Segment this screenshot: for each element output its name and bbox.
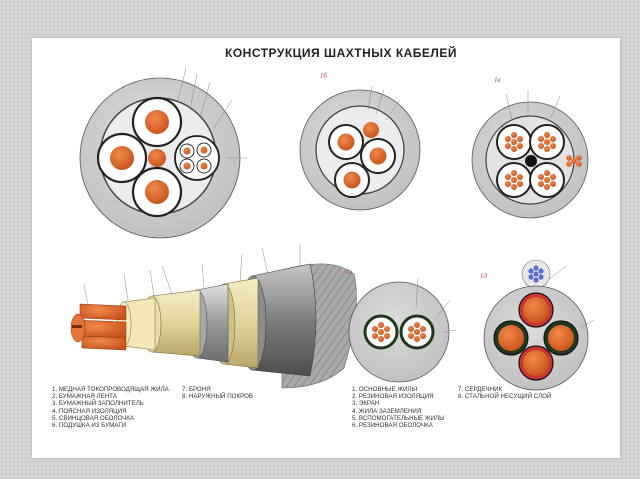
legend-item: 3. ЭКРАН bbox=[352, 400, 380, 408]
cable-section-1a bbox=[79, 67, 247, 239]
conductor-g2 bbox=[399, 314, 435, 350]
auxiliary-bundle bbox=[174, 135, 220, 181]
figure-number-1v: 1в bbox=[494, 76, 501, 84]
legend-item: 3. БУМАЖНЫЙ ЗАПОЛНИТЕЛЬ bbox=[52, 400, 144, 408]
conductor-d3 bbox=[543, 320, 579, 356]
conductor-d1 bbox=[518, 292, 554, 328]
conductor-left bbox=[96, 132, 148, 184]
stranded-conductor-4 bbox=[529, 162, 565, 198]
conductor-d4 bbox=[518, 345, 554, 381]
stranded-conductor-1 bbox=[496, 124, 532, 160]
cable-section-1v bbox=[471, 90, 589, 219]
legend-item: 6. ПОДУШКА ИЗ БУМАГИ bbox=[52, 422, 127, 430]
ground-conductor-strands bbox=[566, 155, 582, 167]
legend-item: 1. ОСНОВНЫЕ ЖИЛЫ bbox=[352, 386, 418, 393]
legend-item: 5. ВСПОМОГАТЕЛЬНЫЕ ЖИЛЫ bbox=[352, 414, 445, 422]
steel-carrier-strands bbox=[528, 265, 544, 283]
legend-item: 2. РЕЗИНОВАЯ ИЗОЛЯЦИЯ bbox=[352, 393, 434, 401]
center-conductor bbox=[148, 149, 166, 167]
conductor-b1 bbox=[328, 124, 364, 160]
conductor-d2 bbox=[493, 320, 529, 356]
legend-item: 7. БРОНЯ bbox=[182, 386, 211, 393]
stranded-conductor-3 bbox=[496, 162, 532, 198]
figure-number-1b: 1б bbox=[320, 72, 328, 80]
stranded-conductor-2 bbox=[529, 124, 565, 160]
cable-section-1d bbox=[483, 259, 595, 391]
cable-diagrams: 1б 1в bbox=[70, 67, 595, 391]
copper-conductors bbox=[70, 303, 127, 351]
legend-item: 8. СТАЛЬНОЙ НЕСУЩИЙ СЛОЙ bbox=[458, 393, 552, 401]
conductor-top bbox=[131, 96, 183, 148]
conductor-b-small bbox=[363, 122, 379, 138]
legend-left-a: 1. МЕДНАЯ ТОКОПРОВОДЯЩАЯ ЖИЛА 2. БУМАЖНА… bbox=[52, 386, 169, 429]
legend-item: 7. СЕРДЕЧНИК bbox=[458, 386, 503, 393]
figure-number-1d: 1д bbox=[480, 272, 488, 280]
legend-item: 4. ЖИЛА ЗАЗЕМЛЕНИЯ bbox=[352, 407, 422, 415]
cable-section-1b bbox=[299, 85, 421, 211]
legend-right-a: 1. ОСНОВНЫЕ ЖИЛЫ 2. РЕЗИНОВАЯ ИЗОЛЯЦИЯ 3… bbox=[352, 386, 445, 429]
legend-item: 6. РЕЗИНОВАЯ ОБОЛОЧКА bbox=[352, 422, 433, 430]
cable-section-1g bbox=[348, 277, 457, 383]
conductor-bottom bbox=[131, 166, 183, 218]
conductor-g1 bbox=[363, 314, 399, 350]
figure-number-1g: 1г bbox=[346, 268, 353, 276]
poster-title: КОНСТРУКЦИЯ ШАХТНЫХ КАБЕЛЕЙ bbox=[225, 46, 457, 60]
legend-item: 5. СВИНЦОВАЯ ОБОЛОЧКА bbox=[52, 414, 135, 422]
legend-left-b: 7. БРОНЯ 8. НАРУЖНЫЙ ПОКРОВ bbox=[182, 386, 253, 400]
legend-item: 1. МЕДНАЯ ТОКОПРОВОДЯЩАЯ ЖИЛА bbox=[52, 386, 169, 393]
cable-cutaway bbox=[70, 244, 357, 389]
legend-right-b: 7. СЕРДЕЧНИК 8. СТАЛЬНОЙ НЕСУЩИЙ СЛОЙ bbox=[458, 386, 551, 400]
legend-item: 8. НАРУЖНЫЙ ПОКРОВ bbox=[182, 393, 254, 401]
core-center bbox=[525, 155, 537, 167]
conductor-b3 bbox=[334, 162, 370, 198]
conductor-b2 bbox=[360, 138, 396, 174]
poster-sheet: КОНСТРУКЦИЯ ШАХТНЫХ КАБЕЛЕЙ bbox=[32, 38, 620, 458]
legend-item: 2. БУМАЖНАЯ ЛЕНТА bbox=[52, 393, 117, 401]
legend-item: 4. ПОЯСНАЯ ИЗОЛЯЦИЯ bbox=[52, 407, 127, 415]
